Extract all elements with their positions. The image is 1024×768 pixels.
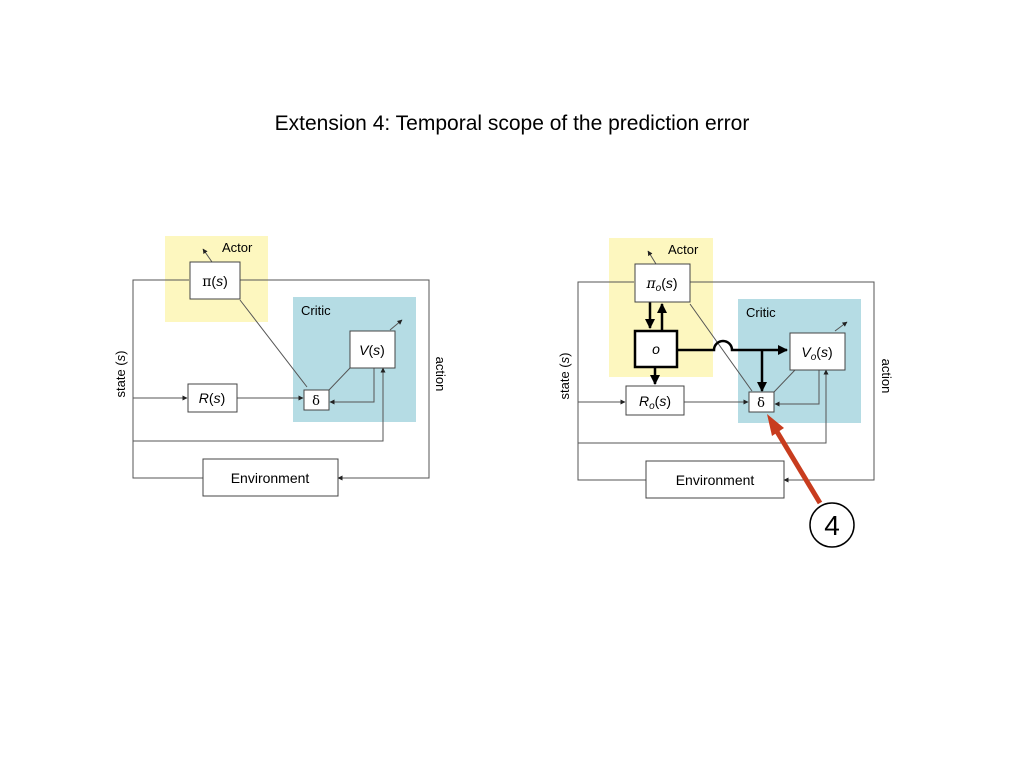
- critic-label: Critic: [301, 303, 331, 318]
- slide-title: Extension 4: Temporal scope of the predi…: [274, 112, 750, 135]
- actor-output-arrow: [202, 248, 213, 263]
- option-connections: [645, 302, 788, 392]
- policy-box: [189, 261, 241, 300]
- delta-label: δ: [312, 394, 320, 409]
- value-box: [349, 330, 396, 369]
- connection-lines: [577, 250, 875, 483]
- right-diagram: Actor Critic πo(s) o: [557, 238, 894, 548]
- state-line-left: [132, 279, 203, 479]
- delta-box: [303, 389, 330, 411]
- value-to-delta-diag: [773, 369, 796, 393]
- value-to-delta-line: [329, 368, 375, 405]
- left-diagram: Actor Critic π(s) V(s) R(s) δ: [113, 236, 448, 497]
- delta-box: [748, 391, 775, 413]
- critic-output-arrow: [389, 319, 403, 331]
- environment-box: [202, 458, 339, 497]
- extension-number: 4: [824, 510, 840, 541]
- actor-label: Actor: [668, 242, 699, 257]
- state-line-left: [577, 281, 646, 481]
- value-box: [789, 332, 846, 371]
- reward-box: [187, 383, 238, 413]
- extension-number-badge: [809, 502, 855, 548]
- policy-label: π(s): [202, 273, 228, 290]
- policy-label: πo(s): [645, 275, 677, 294]
- connection-lines: [132, 248, 430, 481]
- environment-label: Environment: [676, 472, 755, 488]
- critic-output-arrow: [834, 321, 848, 332]
- value-to-delta-diag: [328, 367, 351, 391]
- value-to-delta-line: [774, 370, 820, 407]
- option-box: [633, 329, 679, 369]
- environment-label: Environment: [231, 470, 310, 486]
- state-label: state (s): [557, 353, 572, 400]
- policy-to-delta-line: [239, 299, 308, 388]
- state-to-value-line: [578, 369, 829, 444]
- reward-label: Ro(s): [639, 393, 671, 412]
- extension-highlight-arrow-head: [767, 414, 784, 436]
- option-label: o: [652, 341, 660, 357]
- state-label: state (s): [113, 351, 128, 398]
- reward-label: R(s): [199, 390, 225, 406]
- state-to-value-line: [133, 367, 386, 442]
- policy-to-delta-line: [689, 303, 753, 392]
- action-line-right: [240, 279, 430, 481]
- reward-box: [625, 385, 685, 416]
- value-label: Vo(s): [801, 344, 832, 363]
- value-label: V(s): [359, 342, 385, 358]
- policy-box: [634, 263, 691, 303]
- critic-label: Critic: [746, 305, 776, 320]
- actor-label: Actor: [222, 240, 253, 255]
- actor-output-arrow: [647, 250, 657, 265]
- extension-highlight-arrow-shaft: [773, 428, 823, 505]
- environment-box: [645, 460, 785, 499]
- action-label: action: [433, 357, 448, 392]
- delta-label: δ: [757, 396, 765, 411]
- action-line-right: [690, 281, 875, 483]
- action-label: action: [879, 359, 894, 394]
- option-to-value-arrow: [677, 339, 788, 355]
